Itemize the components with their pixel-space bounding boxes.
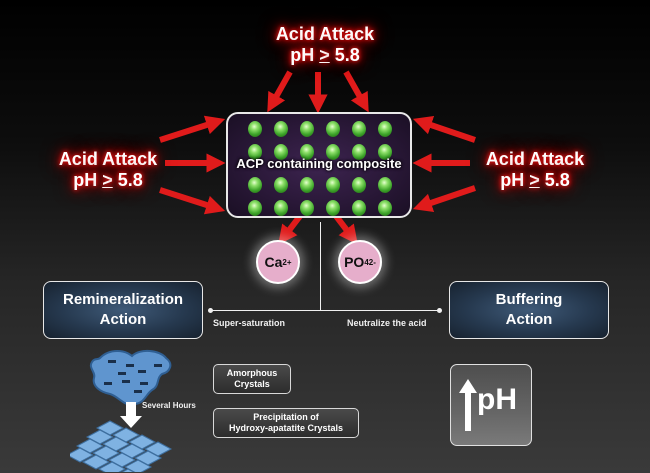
crystal-tile xyxy=(81,454,111,470)
connector-node-left xyxy=(208,308,213,313)
acid-attack-ph: pH > 5.8 xyxy=(500,170,570,190)
composite-particle xyxy=(326,200,340,216)
connector-vertical xyxy=(320,222,321,310)
buffering-line1: Buffering xyxy=(495,291,563,308)
arrow-left-bottom xyxy=(159,187,226,215)
arrow-left-top xyxy=(159,115,226,143)
acp-composite-box: ACP containing composite xyxy=(226,112,412,218)
acid-attack-ph: pH > 5.8 xyxy=(73,170,143,190)
composite-particle xyxy=(326,144,340,160)
composite-label: ACP containing composite xyxy=(236,156,402,171)
ph-label: pH xyxy=(477,383,517,416)
composite-particle xyxy=(300,177,314,193)
crystal-lattice-icon xyxy=(70,420,173,472)
acid-attack-ph: pH > 5.8 xyxy=(290,45,360,65)
crystal-tile xyxy=(121,468,135,472)
buffering-action-box: Buffering Action xyxy=(449,281,609,339)
amorphous-blob-icon xyxy=(89,350,172,406)
arrow-top-left xyxy=(267,70,293,113)
composite-particle xyxy=(352,200,366,216)
crystal-tile xyxy=(123,459,153,472)
composite-particle xyxy=(378,177,392,193)
several-hours-label: Several Hours xyxy=(142,401,196,410)
calcium-charge: 2+ xyxy=(282,257,292,267)
remineralization-line1: Remineralization xyxy=(62,291,184,308)
connector-horizontal xyxy=(210,310,440,311)
acid-attack-title: Acid Attack xyxy=(485,149,585,169)
amorphous-to-crystal-illustration xyxy=(70,350,173,472)
composite-particle xyxy=(300,200,314,216)
precip-line1: Precipitation of xyxy=(253,412,319,422)
up-arrow-icon xyxy=(459,379,477,431)
ph-increase-box: pH xyxy=(450,364,532,446)
acid-attack-title: Acid Attack xyxy=(275,24,375,44)
acid-attack-title: Acid Attack xyxy=(58,149,158,169)
composite-particle xyxy=(274,121,288,137)
arrow-right-top xyxy=(412,115,476,143)
crystal-tile xyxy=(97,461,127,472)
acid-attack-top: Acid Attack pH > 5.8 xyxy=(250,24,400,66)
composite-particle xyxy=(248,177,262,193)
composite-particle xyxy=(326,121,340,137)
composite-particle xyxy=(300,121,314,137)
composite-particle xyxy=(274,144,288,160)
precipitation-box: Precipitation of Hydroxy-apatatite Cryst… xyxy=(213,408,359,438)
composite-particle xyxy=(248,121,262,137)
neutralize-acid-label: Neutralize the acid xyxy=(347,318,427,328)
acid-attack-right: Acid Attack pH > 5.8 xyxy=(460,149,610,191)
composite-particle xyxy=(248,144,262,160)
composite-particle xyxy=(352,177,366,193)
down-arrow-icon xyxy=(120,402,142,428)
composite-particle xyxy=(248,200,262,216)
precip-line2: Hydroxy-apatatite Crystals xyxy=(228,423,344,433)
amorphous-line2: Crystals xyxy=(234,379,270,389)
composite-particle xyxy=(352,144,366,160)
connector-node-right xyxy=(437,308,442,313)
composite-particle xyxy=(378,144,392,160)
arrow-right-bottom xyxy=(412,185,476,213)
amorphous-line1: Amorphous xyxy=(226,368,278,378)
remineralization-action-box: Remineralization Action xyxy=(43,281,203,339)
arrow-to-calcium xyxy=(278,214,303,245)
buffering-line2: Action xyxy=(505,311,553,328)
composite-particle xyxy=(274,177,288,193)
crystal-tile xyxy=(70,447,95,463)
phosphate-charge: 2- xyxy=(368,257,376,267)
remineralization-line2: Action xyxy=(99,311,147,328)
amorphous-crystals-box: Amorphous Crystals xyxy=(213,364,291,394)
super-saturation-label: Super-saturation xyxy=(213,318,286,328)
composite-particle xyxy=(326,177,340,193)
phosphate-subscript: 4 xyxy=(364,257,369,267)
calcium-symbol: Ca xyxy=(264,254,283,270)
phosphate-symbol: PO xyxy=(344,254,365,270)
arrow-to-phosphate xyxy=(333,214,358,245)
composite-particle xyxy=(378,200,392,216)
composite-particle xyxy=(300,144,314,160)
composite-particle xyxy=(378,121,392,137)
composite-particle xyxy=(274,200,288,216)
composite-particle xyxy=(352,121,366,137)
arrow-top-right xyxy=(343,70,369,113)
acid-attack-left: Acid Attack pH > 5.8 xyxy=(33,149,183,191)
